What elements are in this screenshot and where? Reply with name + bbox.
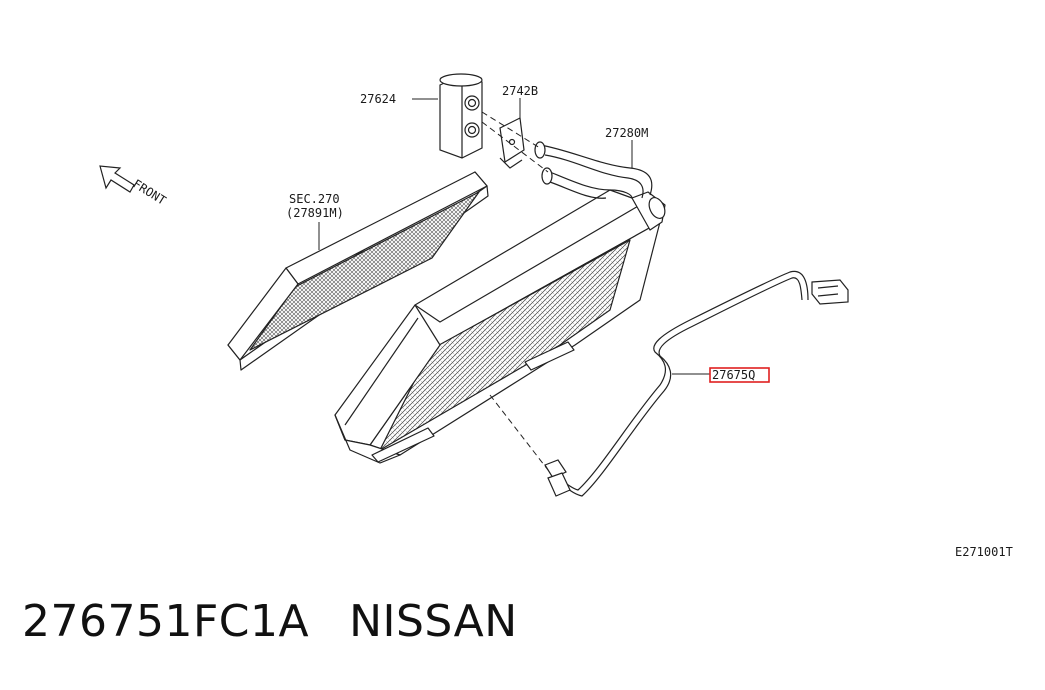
evaporator-core: [334, 189, 666, 464]
part-number: 276751FC1A: [22, 596, 310, 647]
assembly-dashed-lines: [481, 111, 549, 471]
bracket-label: 2742B: [502, 84, 538, 98]
valve-label: 27624: [360, 92, 396, 106]
pipe-label: 27280M: [605, 126, 648, 140]
expansion-valve: [439, 73, 483, 159]
sensor-label-highlight: [709, 367, 770, 383]
diagram-code: E271001T: [955, 545, 1013, 559]
filter-sec-label: SEC.270: [289, 192, 340, 206]
cabin-filter: [227, 171, 489, 371]
brand-name: NISSAN: [349, 596, 518, 647]
sensor-probe: [544, 459, 571, 497]
front-label: FRONT: [130, 177, 168, 208]
sensor-wire: [547, 270, 809, 497]
part-caption: 276751FC1A NISSAN: [22, 596, 518, 647]
sensor-label: 27675Q: [712, 368, 755, 382]
front-arrow-icon: [99, 165, 135, 193]
bracket: [499, 117, 525, 169]
sensor-connector: [811, 279, 849, 305]
evaporator-pipes: [534, 141, 653, 199]
filter-part-label: (27891M): [286, 206, 344, 220]
